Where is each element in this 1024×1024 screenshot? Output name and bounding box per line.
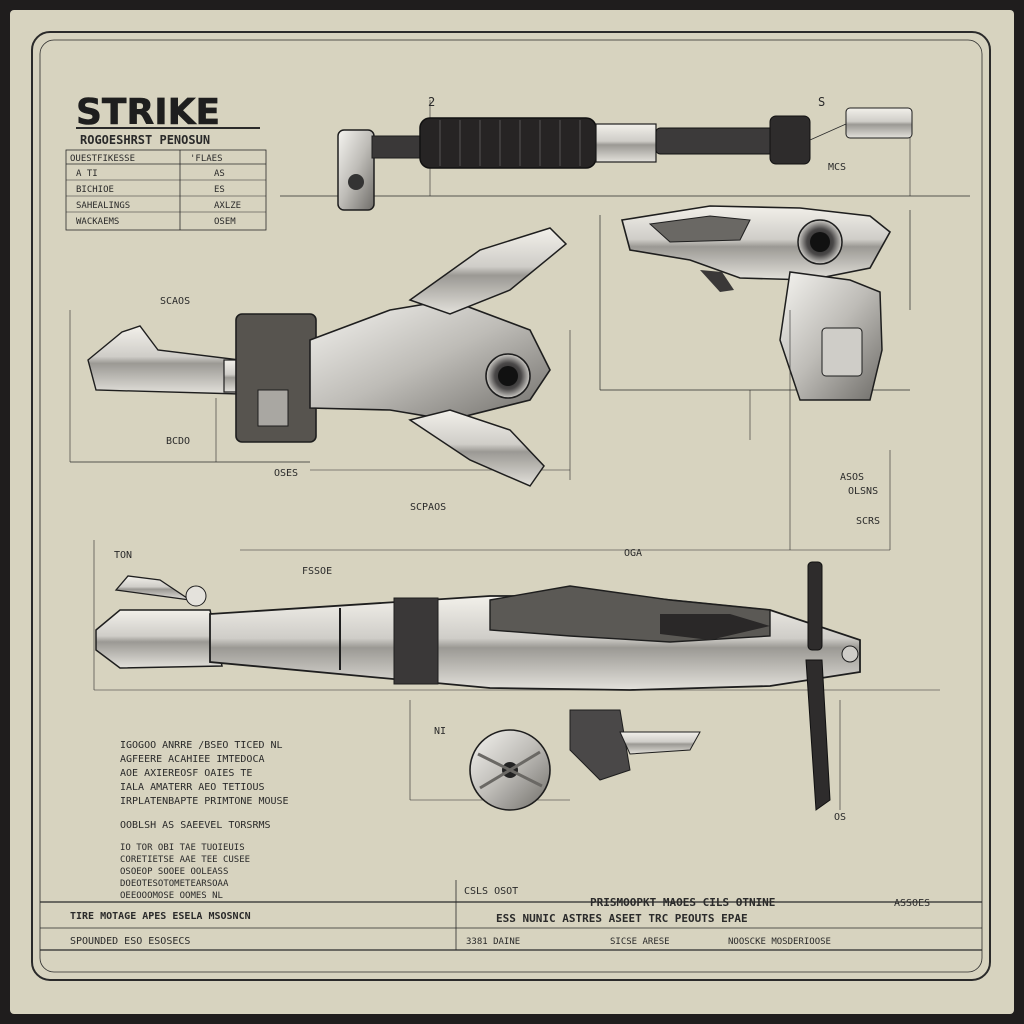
dim-label-center-a: OSES xyxy=(274,468,298,479)
dim-label-mid-left-2: BCDO xyxy=(166,436,190,447)
footer-row3-far: NOOSCKE MOSDERIOOSE xyxy=(728,937,831,947)
outer-frame xyxy=(31,31,991,981)
notes-block-3: IO TOR OBI TAE TUOIEUIS CORETIETSE AAE T… xyxy=(120,843,250,901)
footer-row3-mid: 3381 DAINE xyxy=(466,937,520,947)
dim-label-right-d: MCS xyxy=(828,162,846,173)
dim-label-right-b: OLSNS xyxy=(848,486,878,497)
dim-label-bottom-d: NI xyxy=(434,726,446,737)
inner-frame xyxy=(39,39,983,973)
spec-row-3-label: SAHEALINGS xyxy=(76,201,130,211)
dim-label-mid-left: SCAOS xyxy=(160,296,190,307)
note-line: IGOGOO ANRRE /BSEO TICED NL xyxy=(120,740,283,751)
notes-block-1: IGOGOO ANRRE /BSEO TICED NL AGFEERE ACAH… xyxy=(120,740,289,807)
dim-label-bottom-b: TON xyxy=(114,550,132,561)
note-line: OEEOOOMOSE OOMES NL xyxy=(120,891,223,901)
spec-table-header-1: OUESTFIKESSE xyxy=(70,154,135,164)
footer-row3-left: SPOUNDED ESO ESOSECS xyxy=(70,936,190,947)
spec-row-4-value: OSEM xyxy=(214,217,236,227)
footer-row1-right: PRISMOOPKT MAOES CILS OTNINE xyxy=(590,896,775,909)
side-component-view: ASOS OLSNS SCRS MCS xyxy=(599,162,911,551)
spec-row-1-value: AS xyxy=(214,169,225,179)
spec-row-3-value: AXLZE xyxy=(214,201,241,211)
blueprint-drawing: STRIKE ROGOESHRST PENOSUN OUESTFIKESSE '… xyxy=(31,31,991,981)
dim-label-right-a: ASOS xyxy=(840,472,864,483)
footer-row1-mid: CSLS OSOT xyxy=(464,886,518,897)
craft-side-view: TON FSSOE OGA NI OS xyxy=(93,540,940,823)
dim-label-top-b: S xyxy=(818,95,825,109)
title-subtitle: ROGOESHRST PENOSUN xyxy=(80,133,210,147)
spec-row-2-label: BICHIOE xyxy=(76,185,114,195)
footer-row2-left: ESS NUNIC ASTRES ASEET TRC PEOUTS EPAE xyxy=(496,912,748,925)
note-line: IALA AMATERR AEO TETIOUS xyxy=(120,782,265,793)
spec-row-1-label: A TI xyxy=(76,169,98,179)
top-side-view-assembly: 2 S xyxy=(280,95,970,211)
footer-row3-right: SICSE ARESE xyxy=(610,937,670,947)
footer-row1-far: ASSOES xyxy=(894,898,930,909)
title-main: STRIKE xyxy=(76,92,220,133)
dim-label-right-c: SCRS xyxy=(856,516,880,527)
note-line: DOEOTESOTOMETEARSOAA xyxy=(120,879,229,889)
spec-row-4-label: WACKAEMS xyxy=(76,217,119,227)
note-line: OSOEOP SOOEE OOLEASS xyxy=(120,867,228,877)
notes-block-2: OOBLSH AS SAEEVEL TORSRMS xyxy=(120,820,271,831)
spec-row-2-value: ES xyxy=(214,185,225,195)
note-line: IRPLATENBAPTE PRIMTONE MOUSE xyxy=(120,796,289,807)
dim-label-center-b: SCPAOS xyxy=(410,502,446,513)
note-line: CORETIETSE AAE TEE CUSEE xyxy=(120,855,250,865)
note-line: IO TOR OBI TAE TUOIEUIS xyxy=(120,843,245,853)
footer-title-block: TIRE MOTAGE APES ESELA MSOSNCN CSLS OSOT… xyxy=(40,880,982,951)
craft-top-view: SCAOS BCDO OSES SCPAOS xyxy=(69,227,571,513)
spec-table-header-2: 'FLAES xyxy=(190,154,223,164)
note-line: AGFEERE ACAHIEE IMTEDOCA xyxy=(120,754,265,765)
dim-label-bottom-a: OGA xyxy=(624,548,642,559)
spec-table: OUESTFIKESSE 'FLAES A TI AS BICHIOE ES S… xyxy=(65,149,267,231)
blueprint-sheet: STRIKE ROGOESHRST PENOSUN OUESTFIKESSE '… xyxy=(10,10,1014,1014)
footer-row1-left: TIRE MOTAGE APES ESELA MSOSNCN xyxy=(70,911,251,922)
note-line: AOE AXIEREOSF OAIES TE xyxy=(120,768,252,779)
dim-label-bottom-c: FSSOE xyxy=(302,566,332,577)
dim-label-bottom-e: OS xyxy=(834,812,846,823)
dim-label-top-a: 2 xyxy=(428,95,435,109)
